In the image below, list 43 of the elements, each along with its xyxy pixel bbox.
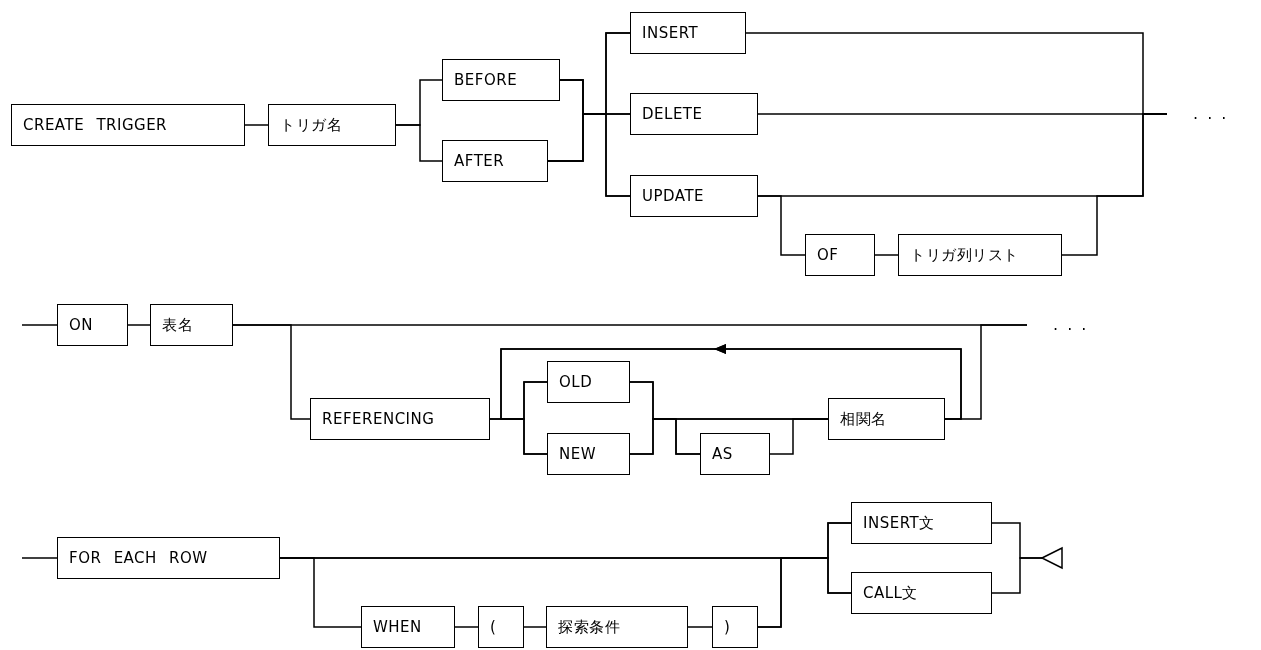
keyword-box: CALL文: [851, 572, 992, 614]
keyword-box: UPDATE: [630, 175, 758, 217]
connector-line: [991, 557, 1043, 594]
keyword-box: REFERENCING: [310, 398, 490, 440]
keyword-box: トリガ列リスト: [898, 234, 1062, 276]
keyword-box: ON: [57, 304, 128, 346]
keyword-box: 相関名: [828, 398, 945, 440]
loop-arrow: [500, 344, 962, 455]
end-triangle: [1042, 548, 1062, 568]
keyword-box: (: [478, 606, 524, 648]
keyword-box: AFTER: [442, 140, 548, 182]
keyword-box: ): [712, 606, 758, 648]
keyword-box: WHEN: [361, 606, 455, 648]
connector-line: [769, 418, 829, 455]
keyword-box: CREATE TRIGGER: [11, 104, 245, 146]
keyword-box: トリガ名: [268, 104, 396, 146]
connector-line: [21, 324, 58, 326]
keyword-box: AS: [700, 433, 770, 475]
connector-line: [874, 254, 899, 256]
connector-line: [523, 626, 547, 628]
keyword-box: FOR EACH ROW: [57, 537, 280, 579]
keyword-box: 探索条件: [546, 606, 688, 648]
connector-line: [244, 124, 269, 126]
connector-line: [454, 626, 479, 628]
keyword-box: OF: [805, 234, 875, 276]
keyword-box: 表名: [150, 304, 233, 346]
connector-line: [547, 113, 631, 197]
keyword-box: INSERT文: [851, 502, 992, 544]
connector-line: [757, 557, 852, 628]
continuation-dots: . . .: [1193, 106, 1229, 122]
connector-line: [757, 195, 806, 256]
keyword-box: OLD: [547, 361, 630, 403]
continuation-dots: . . .: [1053, 317, 1089, 333]
connector-line: [21, 557, 58, 559]
connector-line: [395, 124, 443, 162]
connector-line: [232, 324, 311, 420]
keyword-box: NEW: [547, 433, 630, 475]
connector-line: [687, 626, 713, 628]
keyword-box: BEFORE: [442, 59, 560, 101]
connector-line: [127, 324, 151, 326]
connector-line: [1061, 113, 1168, 256]
keyword-box: INSERT: [630, 12, 746, 54]
keyword-box: DELETE: [630, 93, 758, 135]
